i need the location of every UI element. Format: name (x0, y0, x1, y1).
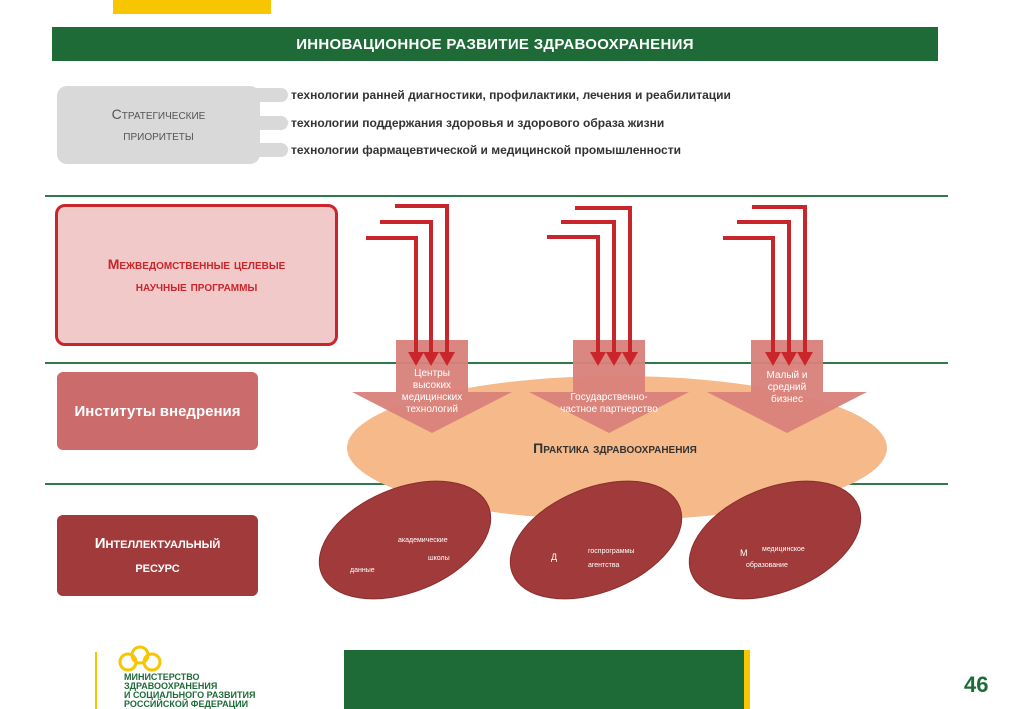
program-arrows-3 (723, 205, 807, 355)
arrow-label-1: Центры высоких медицинских технологий (396, 368, 468, 416)
intellectual-box: Интеллектуальный ресурс (57, 515, 258, 596)
page-number: 46 (964, 672, 989, 697)
program-arrowheads-1 (408, 352, 455, 366)
slide-title: ИННОВАЦИОННОЕ РАЗВИТИЕ ЗДРАВООХРАНЕНИЯ (52, 27, 938, 61)
arrow-label-2: Государственно- частное партнерство (539, 392, 679, 416)
arrow-label-3-line-1: Малый и (766, 370, 808, 381)
resource-ellipse-2 (509, 480, 683, 600)
separator-line-1 (45, 195, 948, 197)
logo-line-3: И СОЦИАЛЬНОГО РАЗВИТИЯ (124, 690, 256, 700)
ellipse-2-text-2: агентства (588, 562, 620, 569)
logo-emblem (118, 645, 162, 672)
practice-label: Практика здравоохранения (440, 440, 790, 456)
practice-label-text: Практика здравоохранения (533, 440, 697, 456)
logo-divider (95, 652, 97, 709)
ellipse-3-text-1: медицинское (762, 546, 805, 553)
ministry-logo-text: МИНИСТЕРСТВО ЗДРАВООХРАНЕНИЯ И СОЦИАЛЬНО… (124, 673, 255, 709)
institute-arrow-1 (352, 340, 512, 433)
program-arrowheads-3 (765, 352, 813, 366)
slide-title-text: ИННОВАЦИОННОЕ РАЗВИТИЕ ЗДРАВООХРАНЕНИЯ (296, 35, 694, 53)
priorities-label-2: приоритеты (123, 127, 194, 143)
program-arrowheads-2 (590, 352, 638, 366)
priority-tab-2 (256, 116, 288, 130)
footer-green-bar (344, 650, 750, 709)
resource-ellipse-3 (688, 480, 862, 600)
priorities-box: Стратегические приоритеты (57, 86, 260, 164)
intellectual-label-1: Интеллектуальный (94, 534, 221, 552)
priorities-label-1: Стратегические (111, 106, 206, 122)
resource-ellipse-1 (318, 480, 492, 600)
priority-item-2: технологии поддержания здоровья и здоров… (291, 116, 665, 130)
ellipse-2-text-1: госпрограммы (588, 548, 635, 555)
logo-line-1: МИНИСТЕРСТВО (124, 672, 200, 682)
priority-tab-1 (256, 88, 288, 102)
arrow-label-3: Малый и средний бизнес (751, 370, 823, 406)
arrow-label-1-line-1: Центры (414, 368, 450, 379)
program-arrows-1 (366, 204, 449, 355)
arrow-label-2-line-1: Государственно- (570, 392, 648, 403)
separator-line-2 (45, 362, 948, 364)
arrow-label-3-line-2: средний (767, 382, 807, 393)
priority-item-1: технологии ранней диагностики, профилакт… (291, 88, 731, 102)
ellipse-3-text-3: М (740, 548, 748, 558)
ellipse-1-text-2: школы (428, 555, 450, 562)
logo-line-4: РОССИЙСКОЙ ФЕДЕРАЦИИ (124, 699, 249, 709)
footer-yellow-bar (744, 650, 750, 709)
programs-label-2: научные программы (135, 278, 258, 294)
logo-line-2: ЗДРАВООХРАНЕНИЯ (124, 681, 218, 691)
programs-box: Межведомственные целевые научные програм… (55, 204, 338, 346)
intellectual-label-2: ресурс (135, 558, 180, 576)
institutes-label: Институты внедрения (74, 402, 241, 420)
priority-tab-3 (256, 143, 288, 157)
institute-arrow-3 (707, 340, 867, 433)
arrow-label-1-line-3: медицинских (401, 392, 463, 403)
ellipse-1-text-3: данные (350, 567, 375, 574)
programs-label-1: Межведомственные целевые (107, 256, 286, 272)
ellipse-3-text-2: образование (746, 562, 788, 569)
arrow-label-1-line-4: технологий (405, 404, 458, 415)
institute-arrow-2 (529, 340, 689, 433)
program-arrows-2 (547, 206, 632, 355)
priority-item-3: технологии фармацевтической и медицинско… (291, 143, 681, 157)
arrow-label-2-line-2: частное партнерство (560, 404, 658, 415)
arrow-label-1-line-2: высоких (412, 380, 452, 391)
institutes-box: Институты внедрения (57, 372, 258, 450)
top-accent-bar (113, 0, 271, 14)
ellipse-1-text-1: академические (398, 537, 448, 544)
ellipse-2-text-3: Д (551, 552, 558, 562)
arrow-label-3-line-3: бизнес (771, 394, 803, 405)
